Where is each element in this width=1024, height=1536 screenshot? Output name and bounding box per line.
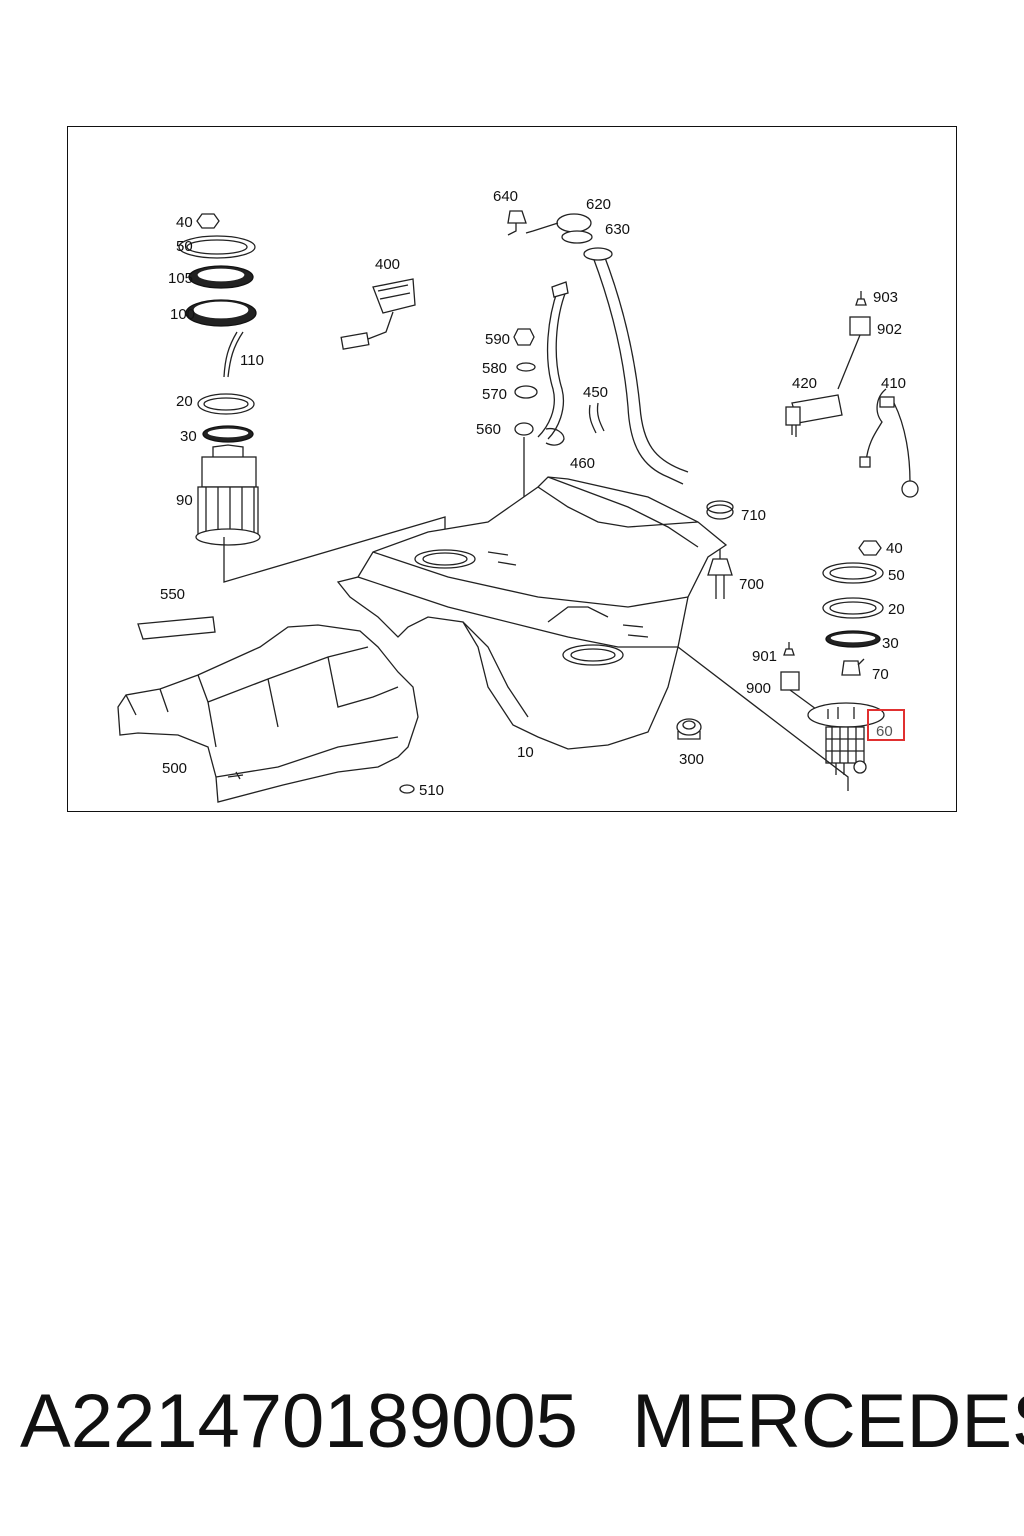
label-110: 110: [240, 352, 264, 369]
caption: A221470189005 MERCEDES: [20, 1372, 1024, 1472]
part-640-valve[interactable]: [507, 210, 527, 224]
part-900-connector[interactable]: [780, 671, 800, 691]
label-10: 10: [517, 744, 534, 761]
label-570: 570: [482, 386, 507, 403]
part-60-pump[interactable]: [807, 702, 885, 775]
label-580: 580: [482, 360, 507, 377]
part-620-cap[interactable]: [556, 213, 592, 233]
part-570-bushing[interactable]: [514, 385, 538, 399]
label-70: 70: [872, 666, 889, 683]
label-550: 550: [160, 586, 185, 603]
part-630-gasket[interactable]: [561, 230, 593, 244]
label-40a: 40: [176, 214, 193, 231]
part-902-connector[interactable]: [849, 316, 871, 336]
filler-neck-assembly: [507, 210, 689, 485]
label-620: 620: [586, 196, 611, 213]
part-70-valve[interactable]: [841, 658, 865, 676]
label-40b: 40: [886, 540, 903, 557]
label-630: 630: [605, 221, 630, 238]
label-20a: 20: [176, 393, 193, 410]
part-901-cap[interactable]: [783, 648, 795, 656]
label-105: 105: [168, 270, 193, 287]
label-510: 510: [419, 782, 444, 799]
right-pump-assembly: [780, 540, 905, 775]
callout-labels: 40 50 105 100 110 20 30 90 550 500 400 6…: [160, 188, 906, 799]
label-30b: 30: [882, 635, 899, 652]
part-560-mount[interactable]: [514, 422, 534, 436]
label-420: 420: [792, 375, 817, 392]
label-700: 700: [739, 576, 764, 593]
label-300: 300: [679, 751, 704, 768]
part-10-fuel-tank[interactable]: [336, 476, 728, 750]
brand-name: MERCEDES: [632, 1379, 1024, 1464]
part-300-grommet[interactable]: [676, 718, 702, 740]
label-560: 560: [476, 421, 501, 438]
part-420-sensor[interactable]: [785, 394, 843, 437]
part-40b-nut[interactable]: [858, 540, 882, 556]
label-400: 400: [375, 256, 400, 273]
part-450-hose[interactable]: [588, 402, 605, 434]
part-500-heat-shield[interactable]: [117, 624, 419, 803]
label-100: 100: [170, 306, 195, 323]
part-410-sensor[interactable]: [859, 388, 919, 498]
sensor-assembly: [785, 291, 919, 498]
part-700-mount[interactable]: [707, 547, 733, 599]
exploded-view-drawing: 40 50 105 100 110 20 30 90 550 500 400 6…: [117, 188, 919, 803]
part-50b-ring[interactable]: [822, 562, 884, 584]
label-50b: 50: [888, 567, 905, 584]
label-590: 590: [485, 331, 510, 348]
label-900: 900: [746, 680, 771, 697]
part-580-washer[interactable]: [516, 362, 536, 372]
label-640: 640: [493, 188, 518, 205]
highlight-box-60: [867, 709, 905, 741]
part-110-wire[interactable]: [223, 331, 244, 378]
label-901: 901: [752, 648, 777, 665]
part-20b-ring[interactable]: [822, 597, 884, 619]
parts-diagram: 40 50 105 100 110 20 30 90 550 500 400 6…: [67, 126, 957, 812]
part-460-clip[interactable]: [545, 427, 565, 446]
label-710: 710: [741, 507, 766, 524]
label-50a: 50: [176, 238, 193, 255]
vent-pipe[interactable]: [537, 288, 567, 440]
filler-pipe[interactable]: [592, 254, 689, 485]
label-903: 903: [873, 289, 898, 306]
part-20a-ring[interactable]: [197, 393, 255, 415]
label-460: 460: [570, 455, 595, 472]
label-60: 60: [876, 723, 893, 740]
part-510-clip[interactable]: [399, 784, 415, 794]
part-90-pump[interactable]: [195, 444, 261, 546]
part-590-nut[interactable]: [513, 328, 535, 346]
part-710-mount[interactable]: [706, 504, 734, 520]
label-30a: 30: [180, 428, 197, 445]
part-903-cap[interactable]: [855, 298, 867, 306]
label-902: 902: [877, 321, 902, 338]
part-number: A221470189005: [20, 1379, 578, 1464]
label-90: 90: [176, 492, 193, 509]
part-400-sender[interactable]: [340, 278, 416, 350]
label-20b: 20: [888, 601, 905, 618]
left-pump-assembly: [178, 213, 261, 546]
part-550-pad[interactable]: [137, 616, 216, 640]
label-450: 450: [583, 384, 608, 401]
label-410: 410: [881, 375, 906, 392]
part-40a-nut[interactable]: [196, 213, 220, 229]
label-500: 500: [162, 760, 187, 777]
